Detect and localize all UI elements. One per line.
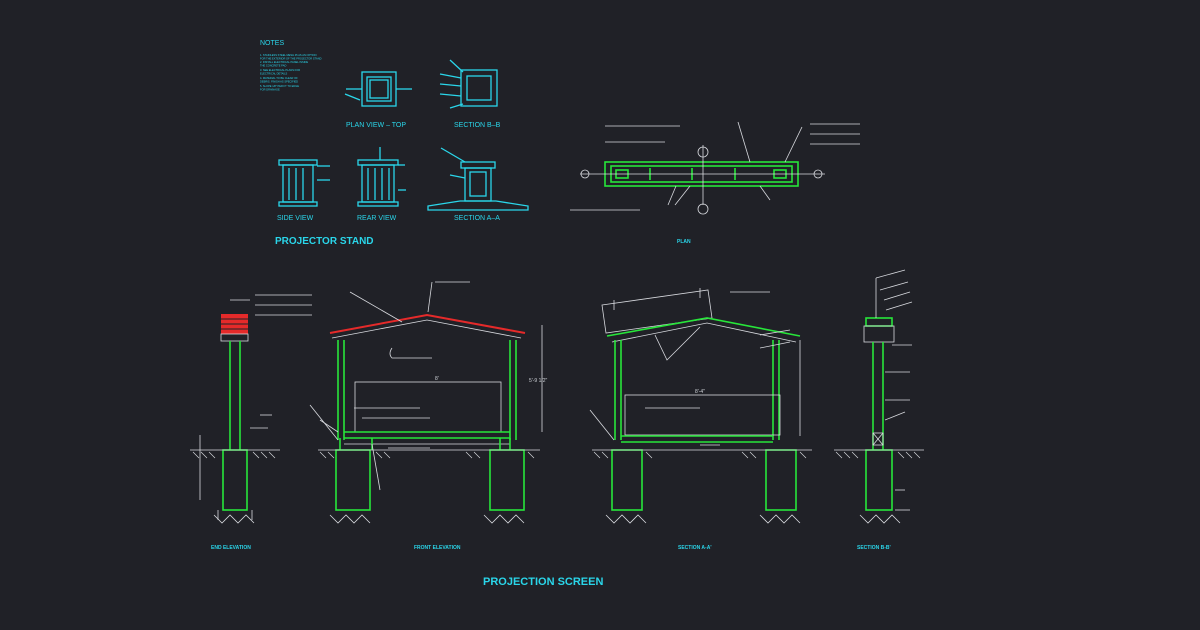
note-line: FOR DRAINAGE xyxy=(260,88,280,92)
note-line: 2. INSTALL ELECTRICAL PANEL INSIDE xyxy=(260,60,308,64)
notes-heading: NOTES xyxy=(260,40,284,47)
plan-view-top-label: PLAN VIEW – TOP xyxy=(346,122,406,129)
note-line: FOR THE EXTERIOR OF THE PROJECTOR STAND xyxy=(260,57,322,61)
side-view-label: SIDE VIEW xyxy=(277,215,314,222)
note-line: DEBRIS. FINISH AS SPECIFIED xyxy=(260,80,298,84)
section-b-b-label: SECTION B–B xyxy=(454,122,501,129)
plan-group: PLAN xyxy=(570,121,860,245)
note-line: 4. MATERIAL TO BE CLEAR OF xyxy=(260,76,298,80)
section-a-a-prime-label: SECTION A-A' xyxy=(678,545,712,551)
front-elevation-width-dim: 8' xyxy=(435,376,439,382)
plan-view-top-drawing xyxy=(344,71,412,107)
section-a-a-prime-drawing: 8'-4" xyxy=(589,288,812,524)
end-elevation-label: END ELEVATION xyxy=(211,545,251,551)
note-line: 5. SLOPE 1/8" PER FT TO EDGE xyxy=(260,84,299,88)
notes-list: 1. STAINLESS STEEL MESH 45 AS AN OPTION … xyxy=(260,53,322,92)
section-b-b-prime-drawing xyxy=(834,269,924,524)
note-line: THE CONCRETE PAD xyxy=(260,64,286,68)
end-elevation-drawing xyxy=(190,294,312,524)
front-elevation-label: FRONT ELEVATION xyxy=(414,545,461,551)
note-line: ELECTRICAL DETAILS xyxy=(260,72,288,76)
plan-title: PLAN xyxy=(677,239,691,245)
note-line: 1. STAINLESS STEEL MESH 45 AS AN OPTION xyxy=(260,53,317,57)
section-b-b-drawing xyxy=(439,59,498,109)
section-a-a-prime-width-dim: 8'-4" xyxy=(695,389,705,395)
note-line: 3. SEE ELECTRICAL PLANS FOR xyxy=(260,68,300,72)
rear-view-drawing xyxy=(357,147,406,207)
projection-screen-title: PROJECTION SCREEN xyxy=(483,576,603,588)
projector-stand-group: NOTES 1. STAINLESS STEEL MESH 45 AS AN O… xyxy=(260,40,529,247)
projector-stand-title: PROJECTOR STAND xyxy=(275,236,374,247)
front-elevation-drawing: 5'-9 1/2" 8' xyxy=(309,281,548,524)
section-a-a-label: SECTION A–A xyxy=(454,215,500,222)
side-view-drawing xyxy=(278,159,330,207)
front-elevation-height-dim: 5'-9 1/2" xyxy=(529,378,548,384)
section-b-b-prime-label: SECTION B-B' xyxy=(857,545,891,551)
section-a-a-drawing xyxy=(427,147,529,211)
rear-view-label: REAR VIEW xyxy=(357,215,397,222)
